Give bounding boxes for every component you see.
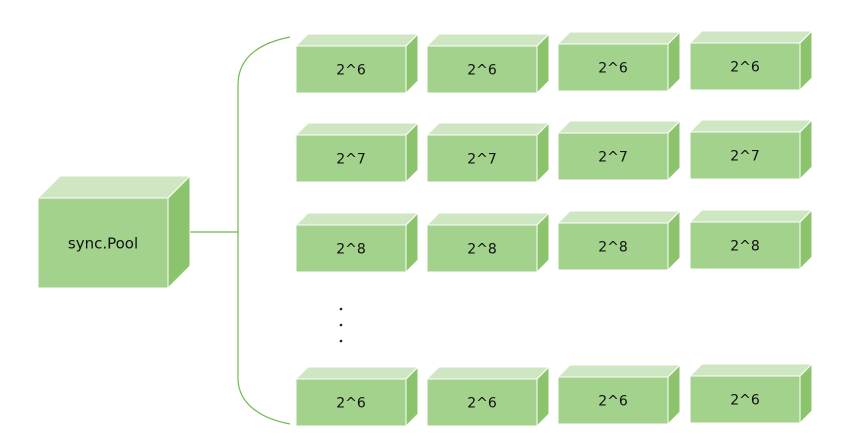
box-top-face bbox=[425, 212, 551, 226]
box-front-face bbox=[557, 132, 669, 181]
box-label: 2^7 bbox=[730, 149, 760, 165]
ellipsis-dot bbox=[339, 339, 343, 343]
bracket-curve bbox=[237, 36, 291, 425]
box-label: 2^6 bbox=[467, 63, 497, 79]
box-front-face bbox=[689, 42, 801, 91]
box-front-face bbox=[295, 378, 407, 427]
size-class-box: 2^8 bbox=[294, 211, 420, 274]
box-front-face bbox=[557, 222, 669, 271]
box-label: 2^7 bbox=[598, 150, 628, 166]
size-class-box: 2^7 bbox=[688, 118, 814, 181]
box-label: sync.Pool bbox=[68, 234, 138, 252]
ellipsis-dots bbox=[339, 307, 343, 343]
box-label: 2^6 bbox=[598, 394, 628, 410]
box-label: 2^7 bbox=[467, 152, 497, 168]
box-front-face bbox=[426, 378, 538, 427]
box-front-face bbox=[295, 134, 407, 183]
size-class-box: 2^6 bbox=[556, 30, 682, 93]
box-top-face bbox=[294, 33, 420, 47]
size-class-row: 2^6 2^6 2^6 2^6 bbox=[294, 29, 814, 95]
box-label: 2^8 bbox=[467, 242, 497, 258]
size-class-row: 2^7 2^7 2^7 2^7 bbox=[294, 118, 814, 184]
size-class-box: 2^7 bbox=[556, 119, 682, 182]
box-label: 2^6 bbox=[336, 396, 366, 412]
box-label: 2^8 bbox=[730, 239, 760, 255]
box-label: 2^6 bbox=[467, 396, 497, 412]
box-top-face bbox=[425, 33, 551, 47]
size-class-box: 2^6 bbox=[294, 32, 420, 95]
size-class-box: 2^8 bbox=[688, 208, 814, 271]
box-top-face bbox=[556, 210, 682, 224]
box-top-face bbox=[688, 363, 814, 377]
size-class-box: 2^7 bbox=[425, 121, 551, 184]
size-class-box: 2^7 bbox=[294, 121, 420, 184]
box-top-face bbox=[425, 122, 551, 136]
box-top-face bbox=[688, 209, 814, 223]
box-label: 2^7 bbox=[336, 152, 366, 168]
box-label: 2^6 bbox=[730, 60, 760, 76]
box-front-face bbox=[689, 131, 801, 180]
box-front-face bbox=[426, 45, 538, 94]
box-front-face bbox=[689, 375, 801, 424]
box-top-face bbox=[294, 212, 420, 226]
box-label: 2^6 bbox=[336, 63, 366, 79]
box-top-face bbox=[294, 366, 420, 380]
sync-pool-box: sync.Pool bbox=[36, 174, 192, 290]
box-front-face bbox=[295, 224, 407, 273]
box-front-face bbox=[689, 221, 801, 270]
size-class-box: 2^6 bbox=[556, 363, 682, 426]
sync-pool-node: sync.Pool bbox=[36, 174, 192, 290]
box-front-face bbox=[557, 43, 669, 92]
size-class-box: 2^8 bbox=[556, 209, 682, 272]
size-class-box: 2^8 bbox=[425, 211, 551, 274]
box-front-face bbox=[295, 45, 407, 94]
bracket-connector bbox=[190, 36, 291, 425]
box-label: 2^8 bbox=[598, 240, 628, 256]
ellipsis-dot bbox=[339, 323, 343, 327]
size-class-box: 2^6 bbox=[425, 32, 551, 95]
size-class-row: 2^6 2^6 2^6 2^6 bbox=[294, 362, 814, 428]
box-front-face bbox=[557, 376, 669, 425]
box-label: 2^8 bbox=[336, 242, 366, 258]
box-top-face bbox=[294, 122, 420, 136]
box-top-face bbox=[425, 366, 551, 380]
box-label: 2^6 bbox=[598, 61, 628, 77]
size-class-box: 2^6 bbox=[425, 365, 551, 428]
box-top-face bbox=[556, 31, 682, 45]
box-front-face bbox=[37, 197, 169, 289]
size-class-box: 2^6 bbox=[294, 365, 420, 428]
size-class-box: 2^6 bbox=[688, 362, 814, 425]
box-front-face bbox=[426, 134, 538, 183]
box-top-face bbox=[556, 120, 682, 134]
box-top-face bbox=[688, 119, 814, 133]
size-class-box: 2^6 bbox=[688, 29, 814, 92]
box-label: 2^6 bbox=[730, 393, 760, 409]
box-top-face bbox=[36, 175, 192, 199]
box-top-face bbox=[688, 30, 814, 44]
box-front-face bbox=[426, 224, 538, 273]
box-top-face bbox=[556, 364, 682, 378]
ellipsis-dot bbox=[339, 307, 343, 311]
size-class-row: 2^8 2^8 2^8 2^8 bbox=[294, 208, 814, 274]
